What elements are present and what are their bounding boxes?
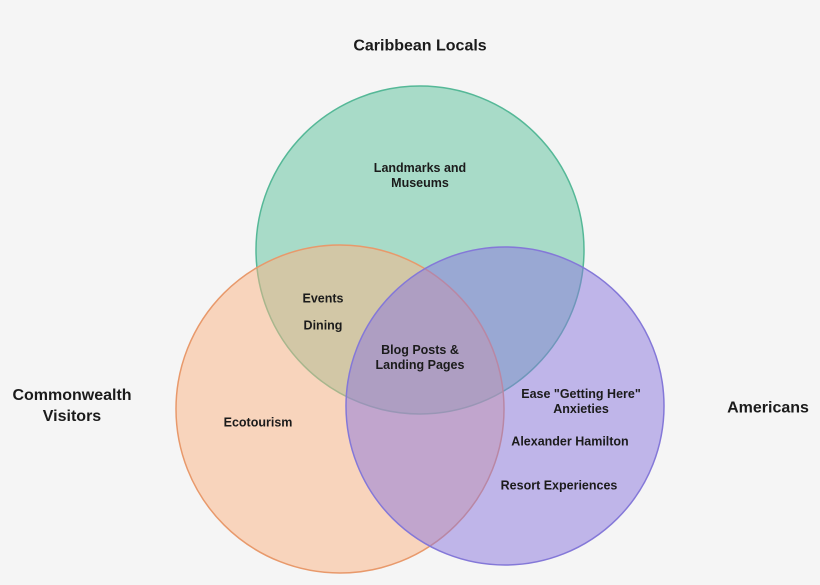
region-label-blog-posts-landing-pages: Blog Posts & Landing Pages — [375, 343, 465, 372]
region-label-events: Events — [302, 291, 344, 306]
region-label-ecotourism: Ecotourism — [223, 415, 293, 430]
region-label-dining: Dining — [303, 318, 343, 333]
region-label-ease-getting-here-anxieties: Ease "Getting Here" Anxieties — [521, 387, 641, 416]
region-label-alexander-hamilton: Alexander Hamilton — [511, 434, 629, 449]
set-label-americans: Americans — [727, 399, 809, 417]
set-label-commonwealth-visitors: Commonwealth Visitors — [12, 387, 132, 425]
region-label-resort-experiences: Resort Experiences — [500, 478, 618, 493]
set-label-caribbean-locals: Caribbean Locals — [353, 37, 487, 55]
circle-americans — [345, 246, 665, 566]
region-label-landmarks-and-museums: Landmarks and Museums — [373, 161, 467, 190]
